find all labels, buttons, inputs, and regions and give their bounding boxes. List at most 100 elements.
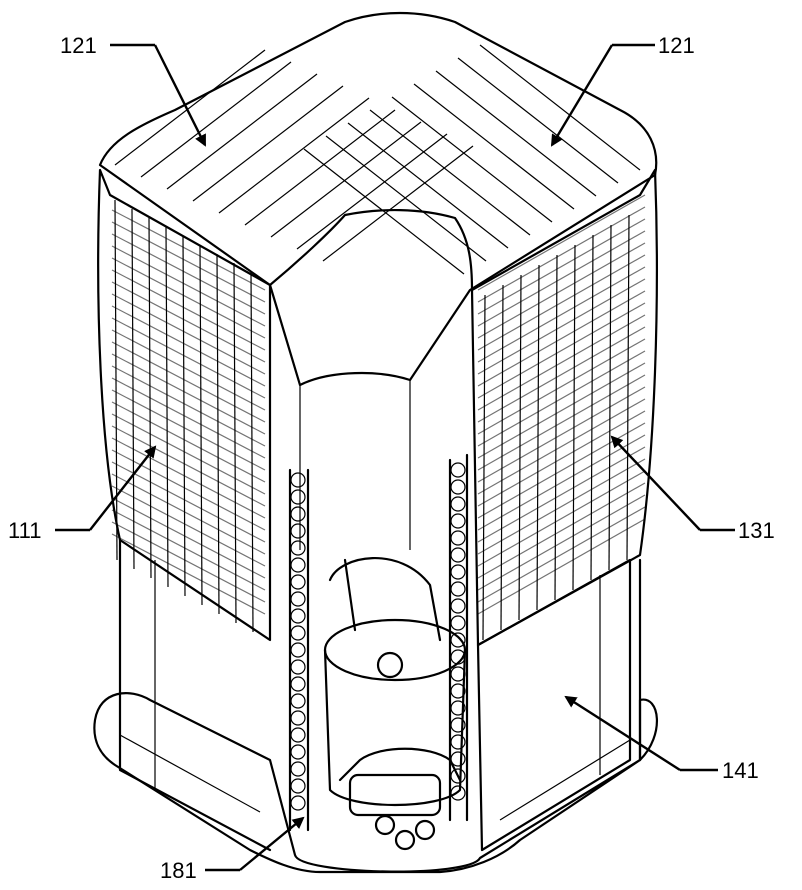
mesh-line: [477, 410, 646, 507]
tube-end: [290, 608, 306, 624]
mesh-line: [111, 365, 266, 447]
mesh-line: [477, 218, 646, 315]
slat-line: [218, 97, 370, 214]
lower-cabinet: [118, 538, 642, 852]
mesh-line: [477, 266, 646, 363]
mesh-line: [111, 245, 266, 327]
slat-line: [244, 109, 396, 226]
mesh-line: [477, 290, 646, 387]
tube-end: [290, 642, 306, 658]
leader-lines: [55, 43, 735, 872]
tube-end: [290, 472, 306, 488]
top-grille-shroud: [98, 11, 658, 387]
tube-end: [290, 693, 306, 709]
mesh-line: [477, 326, 646, 423]
tube-end: [290, 574, 306, 590]
mesh-line: [111, 509, 266, 591]
mesh-line: [500, 284, 504, 631]
mesh-line: [111, 485, 266, 567]
slat-line: [413, 83, 575, 210]
tube-end: [450, 462, 466, 478]
mesh-line: [111, 389, 266, 471]
mesh-line: [111, 257, 266, 339]
label-141: 141: [722, 758, 759, 783]
mesh-line: [111, 497, 266, 579]
mesh-line: [477, 506, 646, 603]
mesh-line: [111, 209, 266, 291]
tube-end: [290, 710, 306, 726]
tube-end: [290, 744, 306, 760]
tube-end: [450, 479, 466, 495]
mesh-line: [111, 293, 266, 375]
coil-tubes: [288, 453, 469, 832]
inner-back-wall: [268, 208, 474, 550]
mesh-line: [477, 338, 646, 435]
mesh-line: [111, 353, 266, 435]
left-coil-grille: [97, 168, 272, 642]
tube-end: [450, 581, 466, 597]
label-121-right: 121: [658, 33, 695, 58]
mesh-line: [111, 317, 266, 399]
slat-line: [192, 85, 344, 202]
mesh-line: [111, 449, 266, 531]
mesh-line: [477, 302, 646, 399]
mesh-line: [477, 458, 646, 555]
mesh-line: [477, 398, 646, 495]
tube-end: [290, 795, 306, 811]
mesh-line: [111, 401, 266, 483]
slat-line: [435, 70, 597, 197]
mesh-line: [111, 233, 266, 315]
mesh-line: [608, 224, 612, 571]
slat-line: [369, 109, 531, 236]
mesh-line: [477, 254, 646, 351]
mesh-line: [477, 482, 646, 579]
slat-line: [457, 57, 619, 184]
mesh-line: [111, 437, 266, 519]
label-111: 111: [8, 518, 41, 543]
mesh-line: [477, 374, 646, 471]
mesh-line: [572, 244, 576, 591]
slat-line: [347, 122, 509, 249]
mesh-line: [477, 314, 646, 411]
slat-line: [166, 73, 318, 190]
mesh-line: [590, 234, 594, 581]
slat-line: [479, 44, 641, 171]
mesh-line: [111, 329, 266, 411]
slat-line: [114, 49, 266, 166]
mesh-line: [518, 274, 522, 621]
tube-end: [290, 506, 306, 522]
tube-end: [290, 591, 306, 607]
slat-line: [391, 96, 553, 223]
tube-end: [290, 557, 306, 573]
mesh-line: [477, 194, 646, 291]
mesh-line: [477, 350, 646, 447]
slat-line: [303, 148, 465, 275]
tube-end: [290, 676, 306, 692]
tube-end: [290, 761, 306, 777]
mesh-line: [554, 254, 558, 601]
mesh-line: [477, 386, 646, 483]
slat-line: [325, 135, 487, 262]
mesh-line: [626, 214, 630, 561]
tube-end: [290, 489, 306, 505]
slat-line: [140, 61, 292, 178]
mesh-line: [111, 221, 266, 303]
mesh-line: [111, 521, 266, 603]
tube-end: [290, 625, 306, 641]
slat-line: [296, 133, 448, 250]
mesh-line: [111, 533, 266, 615]
mesh-line: [477, 518, 646, 615]
mesh-line: [111, 425, 266, 507]
tube-end: [290, 727, 306, 743]
mesh-line: [477, 206, 646, 303]
reference-numerals: 121 121 111 131 141 181: [8, 33, 775, 883]
tube-end: [450, 615, 466, 631]
label-121-left: 121: [60, 33, 97, 58]
mesh-line: [111, 281, 266, 363]
label-181: 181: [160, 858, 197, 883]
tube-end: [290, 659, 306, 675]
tube-end: [290, 523, 306, 539]
mesh-line: [536, 264, 540, 611]
